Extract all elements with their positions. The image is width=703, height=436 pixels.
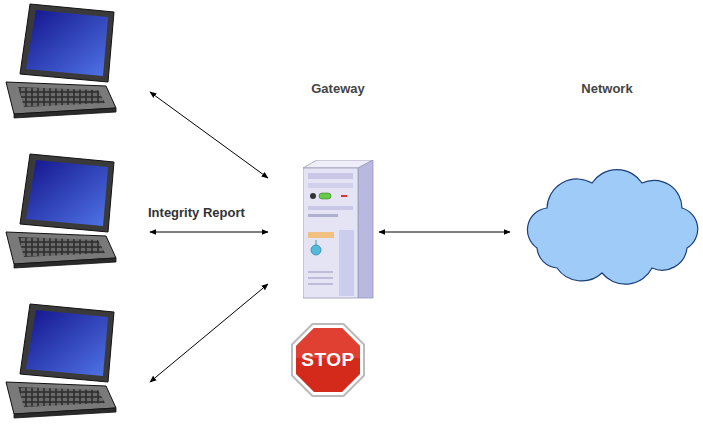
arrow-label: Integrity Report xyxy=(146,204,247,222)
laptop-icon xyxy=(6,4,116,118)
sign-text: STOP xyxy=(301,351,354,369)
laptop-icon xyxy=(6,154,116,268)
report-arrow xyxy=(150,92,268,178)
node-heading: Gateway xyxy=(300,80,376,98)
network-cloud: Network xyxy=(512,80,702,290)
stop-sign: STOP xyxy=(290,322,366,398)
report-arrow xyxy=(150,284,268,382)
network-cloud-icon xyxy=(512,150,702,290)
gateway-server-icon xyxy=(303,160,375,300)
node-heading: Network xyxy=(512,80,702,98)
laptop-icon xyxy=(6,304,116,418)
report-arrow xyxy=(150,232,268,233)
link-arrow xyxy=(379,232,510,233)
gateway-server: Gateway xyxy=(300,80,376,300)
